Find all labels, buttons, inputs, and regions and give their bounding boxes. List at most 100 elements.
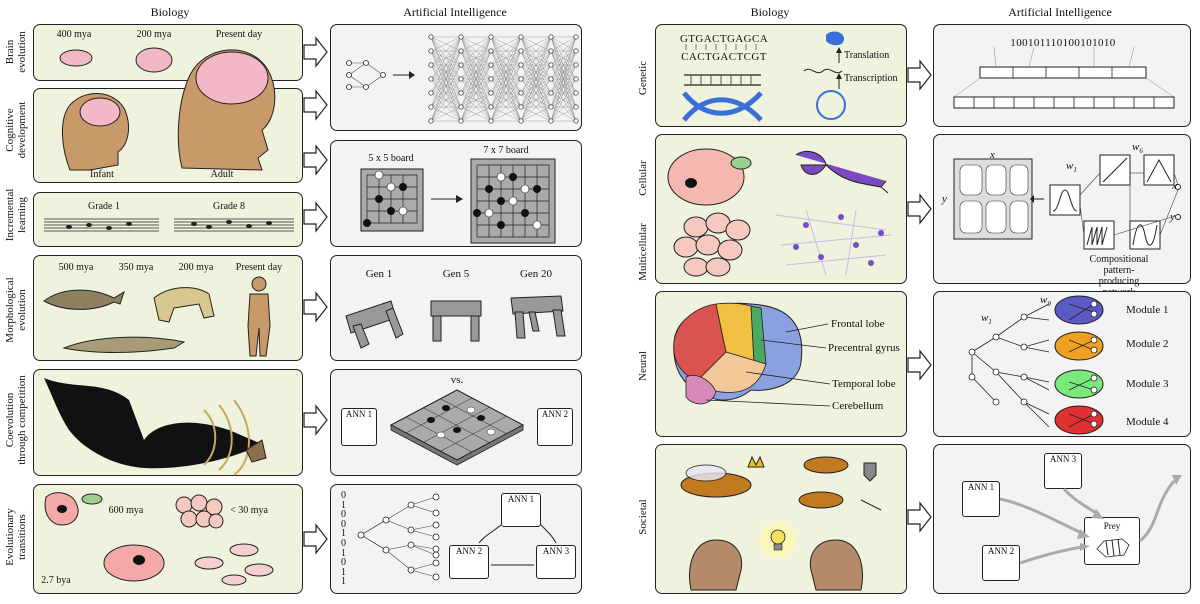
network-edge xyxy=(460,92,492,122)
module-3-label: Module 3 xyxy=(1126,378,1169,390)
network-node xyxy=(518,34,524,40)
label-versus: vs. xyxy=(450,374,464,386)
panel-ai-modular: w1 w9 Module 1 Module 2 Module 3 Module … xyxy=(933,291,1191,437)
panel-incremental-learning: Grade 1 Grade 8 xyxy=(33,192,303,247)
left-biology-header: Biology xyxy=(150,5,190,19)
network-edge xyxy=(430,36,462,66)
societal-ann-3-box: ANN 3 xyxy=(1044,453,1082,489)
network-edge xyxy=(460,36,492,108)
label-400-mya: 400 mya xyxy=(56,29,92,40)
label-temporal-lobe: Temporal lobe xyxy=(832,378,896,390)
network-node xyxy=(458,34,464,40)
network-node xyxy=(458,104,464,110)
network-edge xyxy=(430,36,462,108)
network-edge xyxy=(430,36,462,52)
label-350-mya: 350 mya xyxy=(118,262,154,273)
modular-network-icon xyxy=(968,295,1104,435)
label-7x7-board: 7 x 7 board xyxy=(483,145,529,156)
go-board-3d-icon xyxy=(389,389,525,466)
network-node xyxy=(573,104,579,110)
label-gen-5: Gen 5 xyxy=(442,268,470,280)
ann-1-box-trans: ANN 1 xyxy=(501,493,541,527)
arrow-icon xyxy=(303,144,328,176)
network-edge xyxy=(430,92,462,122)
network-edge xyxy=(520,50,552,122)
label-5x5-board: 5 x 5 board xyxy=(368,153,414,164)
row-label-societal: Societal xyxy=(637,499,649,535)
network-edge xyxy=(490,36,522,108)
label-infant: Infant xyxy=(90,169,114,180)
network-edge xyxy=(460,64,492,122)
panel-ai-genome: 1001011101001010​10 xyxy=(933,24,1191,127)
dna-icon xyxy=(682,31,846,122)
row-label-morphological-evolution: Morphological evolution xyxy=(4,277,28,343)
cell-evolution-icon xyxy=(44,492,274,586)
network-edge xyxy=(520,92,552,122)
modular-w1: w1 xyxy=(981,312,992,327)
network-node xyxy=(488,76,494,82)
network-edge xyxy=(550,36,577,108)
row-label-incremental-learning: Incremental learning xyxy=(4,188,28,242)
small-brain-icon xyxy=(59,47,173,73)
label-transcription: Transcription xyxy=(844,73,898,84)
panel-ai-coevolution: vs. ANN 1 ANN 2 xyxy=(330,369,582,476)
arrow-icon xyxy=(907,193,932,225)
arrow-icon xyxy=(907,59,932,91)
network-edge xyxy=(460,36,492,80)
network-growth-icon xyxy=(346,34,579,124)
label-2-7-bya: 2.7 bya xyxy=(41,575,71,586)
societal-ann-2-box: ANN 2 xyxy=(982,545,1020,581)
network-edge xyxy=(430,36,462,80)
network-node xyxy=(488,62,494,68)
network-node xyxy=(573,90,579,96)
row-label-genetic: Genetic xyxy=(637,60,649,96)
network-edge xyxy=(550,36,577,94)
panel-ai-cppn: x y w1 w6 x y Compositional pattern-prod… xyxy=(933,134,1191,298)
network-edge xyxy=(550,78,577,122)
panel-cellular-multicellular xyxy=(655,134,907,284)
arrow-icon xyxy=(303,523,328,555)
brain-regions-icon xyxy=(673,302,831,407)
network-edge xyxy=(520,36,552,122)
bees-and-people-icon xyxy=(680,455,882,591)
label-grade-1: Grade 1 xyxy=(88,201,120,212)
network-node xyxy=(428,76,434,82)
cells-and-neurons-icon xyxy=(667,148,892,277)
panel-evolutionary-transitions: 600 mya < 30 mya 2.7 bya xyxy=(33,484,303,594)
network-edge xyxy=(520,78,552,122)
network-node xyxy=(488,118,494,124)
module-2-label: Module 2 xyxy=(1126,338,1169,350)
network-edge xyxy=(430,36,462,122)
arrow-icon xyxy=(303,89,328,121)
network-node xyxy=(548,76,554,82)
network-node xyxy=(548,48,554,54)
label-cerebellum: Cerebellum xyxy=(832,400,884,412)
network-node xyxy=(518,118,524,124)
ann-3-box-trans: ANN 3 xyxy=(536,545,576,579)
network-edge xyxy=(550,92,577,122)
network-node xyxy=(428,62,434,68)
network-node xyxy=(488,34,494,40)
virtual-creatures-icon xyxy=(345,295,566,349)
arrow-icon xyxy=(907,501,932,533)
network-edge xyxy=(460,50,492,122)
network-node xyxy=(548,34,554,40)
network-edge xyxy=(550,36,577,66)
network-node xyxy=(458,76,464,82)
network-edge xyxy=(430,78,462,122)
arrow-icon xyxy=(907,349,932,381)
cppn-y-left: y xyxy=(942,193,947,205)
network-node xyxy=(458,90,464,96)
label-gen-1: Gen 1 xyxy=(365,268,393,280)
network-edge xyxy=(460,78,492,122)
module-4-label: Module 4 xyxy=(1126,416,1169,428)
network-node xyxy=(573,62,579,68)
network-node xyxy=(573,48,579,54)
network-edge xyxy=(520,64,552,122)
network-edge xyxy=(490,36,522,52)
row-label-neural: Neural xyxy=(637,351,649,381)
network-edge xyxy=(550,64,577,122)
label-500-mya: 500 mya xyxy=(58,262,94,273)
network-node xyxy=(488,48,494,54)
network-node xyxy=(428,104,434,110)
